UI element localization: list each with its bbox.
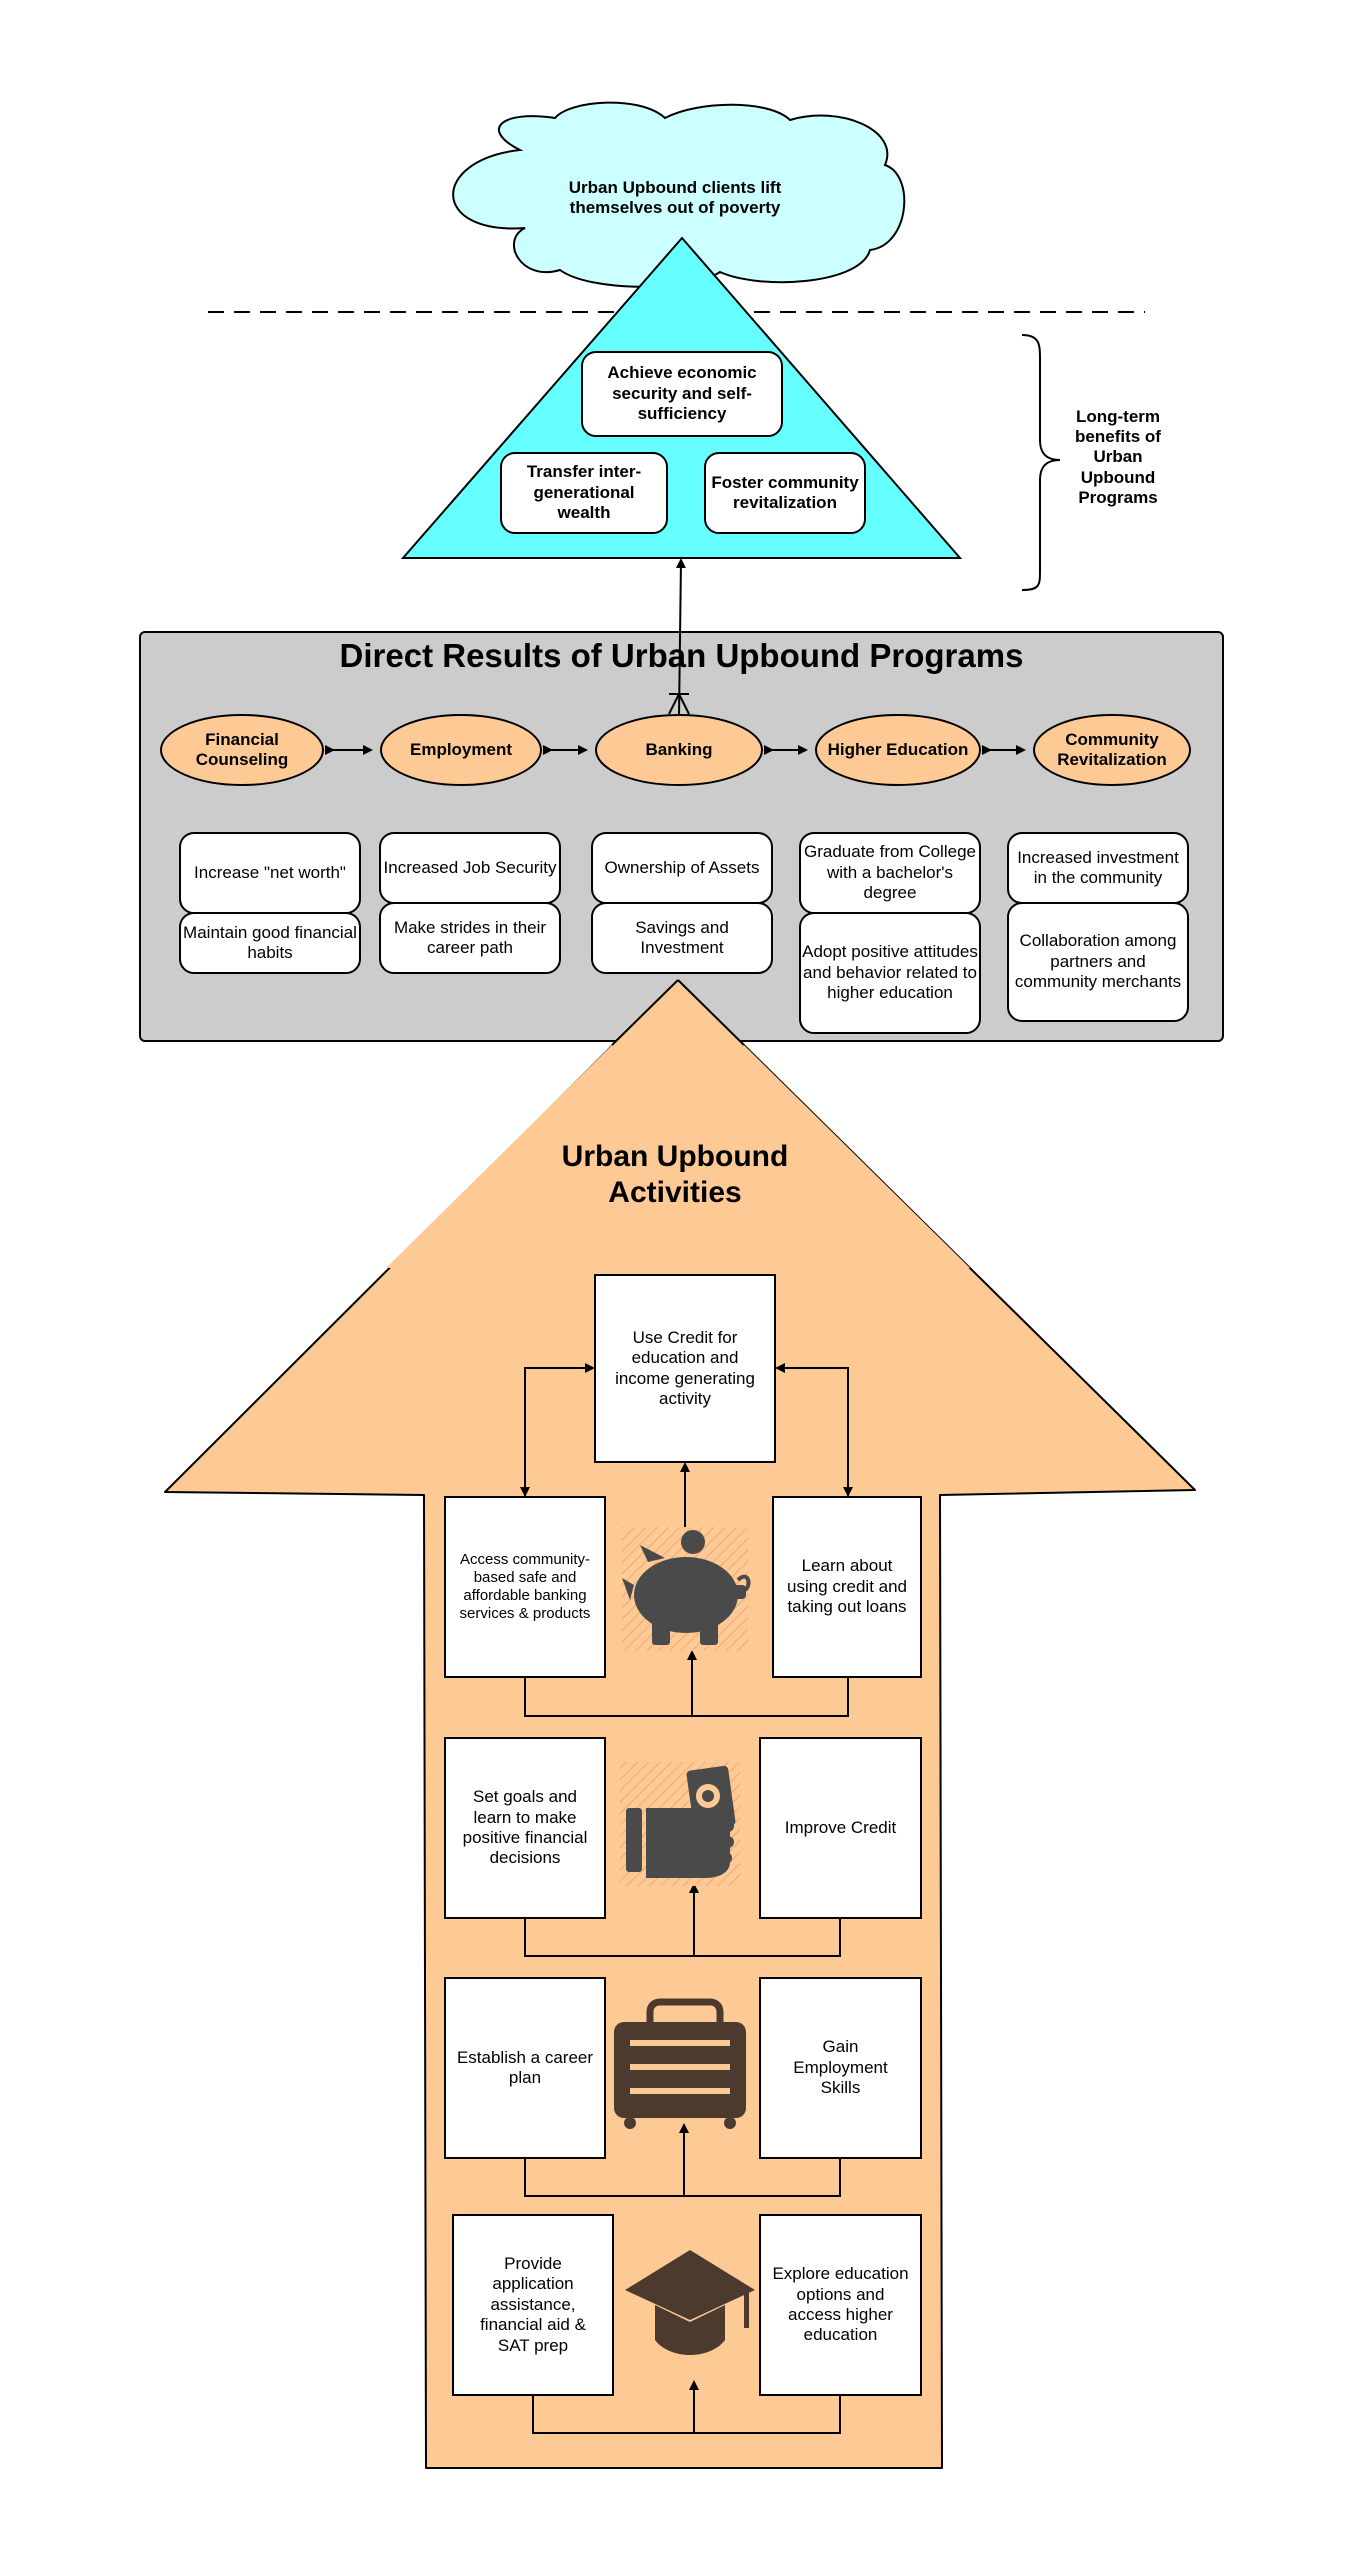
activity-box [444,1737,606,1919]
activity-top-text: Use Credit for education and income gene… [615,1327,755,1408]
outcome-text: Graduate from College with a bachelor's … [804,842,976,903]
outcome-text: Ownership of Assets [604,857,760,877]
program-ellipse [595,714,763,786]
activity-text: Gain Employment Skills [793,2037,888,2098]
program-ellipse [815,714,981,786]
activities-arrow-tip [386,980,970,1268]
pyramid-box [581,351,783,437]
outcome-text: Increased investment in the community [1017,847,1179,887]
goal-cloud [452,101,906,288]
outcome-text: Adopt positive attitudes and behavior re… [802,942,978,1003]
activity-text: Improve Credit [784,1817,897,1837]
program-ellipse [380,714,542,786]
activity-box [772,1496,922,1678]
pyramid-item-economic-security: Achieve economic security and self-suffi… [607,363,757,424]
activity-text: Learn about using credit and taking out … [786,1556,908,1617]
outcome-text: Increased Job Security [383,857,557,877]
program-higher-education: Higher Education [827,739,969,759]
activity-box [759,1737,922,1919]
outcome-text: Savings and Investment [635,917,729,957]
activity-box [759,1977,922,2159]
brace-label: Long-term benefits of Urban Upbound Prog… [1075,406,1161,508]
program-ellipse [1033,714,1191,786]
activity-text: Explore education options and access hig… [772,2264,909,2345]
outcome-box [179,912,361,974]
activities-title: Urban Upbound Activities [561,1140,789,1209]
activities-arrow [164,979,1196,2469]
activity-text: Provide application assistance, financia… [480,2254,586,2355]
program-ellipse [160,714,324,786]
outcome-box [799,912,981,1034]
briefcase-icon [614,1998,746,2129]
activities-arrow-tip-edge [677,979,745,1046]
activities-arrow-tip-edge [611,979,679,1046]
activity-text: Establish a career plan [456,2047,594,2087]
activity-box [444,1977,606,2159]
row-connector [524,1652,849,1717]
activity-box [452,2214,614,2396]
outcome-text: Collaboration among partners and communi… [1014,931,1182,992]
program-employment: Employment [409,739,513,759]
pyramid-item-community-revitalization: Foster community revitalization [711,472,859,512]
outcome-box [591,902,773,974]
activity-box [444,1496,606,1678]
program-community-revitalization: Community Revitalization [1057,729,1167,769]
outcome-text: Increase "net worth" [194,862,346,882]
banking-to-pyramid-connector [675,558,686,717]
activity-text: Access community-based safe and affordab… [459,1551,591,1622]
program-banking: Banking [645,739,713,759]
outcome-text: Make strides in their career path [393,917,547,957]
outcome-text: Maintain good financial habits [183,922,357,962]
piggy-bank-icon [622,1530,751,1645]
program-financial-counseling: Financial Counseling [195,729,289,769]
outcome-box [379,902,561,974]
row-connector [524,2125,841,2197]
activity-box [759,2214,922,2396]
row-connector [532,2382,841,2434]
pyramid-box [500,452,668,534]
graduation-cap-icon [625,2250,755,2355]
activity-text: Set goals and learn to make positive fin… [462,1787,588,1868]
goal-text: Urban Upbound clients lift themselves ou… [568,177,782,217]
benefits-brace [1021,334,1061,591]
row-connector [524,1885,841,1957]
connector-foot [668,691,690,715]
pyramid-item-wealth-transfer: Transfer inter-generational wealth [526,462,642,523]
pyramid-box [704,452,866,534]
results-title: Direct Results of Urban Upbound Programs [339,637,1024,675]
hand-holding-money-icon [626,1765,736,1878]
outcome-box [1007,902,1189,1022]
activity-box-top [594,1274,776,1463]
